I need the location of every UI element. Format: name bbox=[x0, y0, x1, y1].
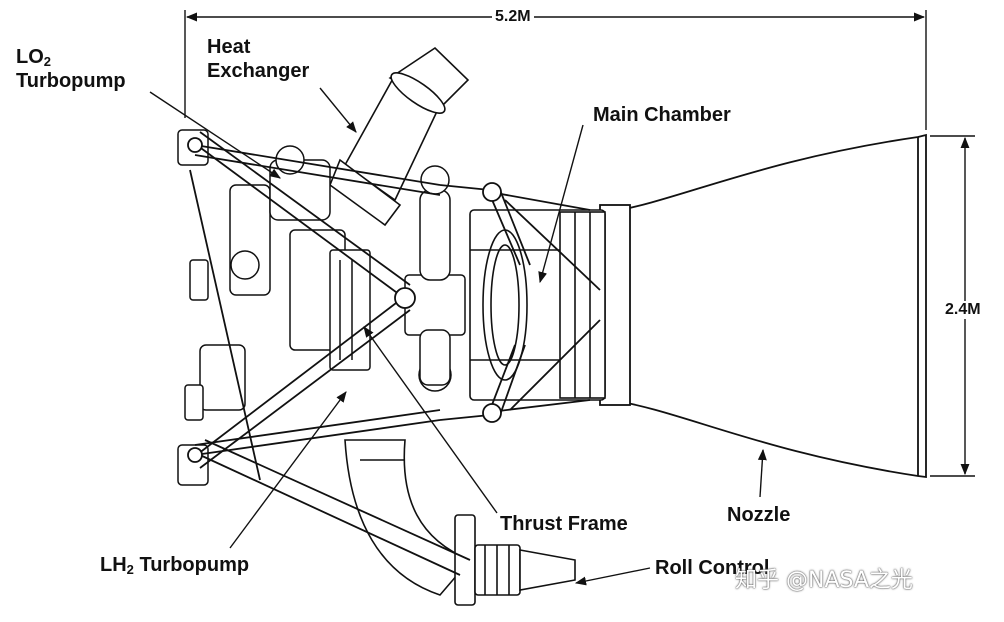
lo2-prefix: LO bbox=[16, 46, 44, 68]
leader-lines bbox=[149, 87, 767, 586]
heat-exchanger-label: Heat Exchanger bbox=[207, 35, 309, 83]
roll-control-label: Roll Control bbox=[655, 557, 770, 579]
lh2-subscript: 2 bbox=[126, 562, 134, 577]
heat-exchanger-line2: Exchanger bbox=[207, 60, 310, 82]
lh2-turbopump-label: LH2 Turbopump bbox=[100, 553, 249, 577]
lh2-duct-shape bbox=[344, 439, 472, 596]
watermark: 知乎 @NASA之光 bbox=[735, 568, 913, 593]
roll-control-shape bbox=[454, 514, 576, 606]
lh2-suffix: Turbopump bbox=[133, 554, 250, 576]
main-chamber-label: Main Chamber bbox=[593, 104, 731, 126]
length-dimension bbox=[184, 10, 927, 130]
thrust-frame-label: Thrust Frame bbox=[500, 513, 628, 535]
nozzle-shape bbox=[599, 133, 927, 479]
heat-exchanger-shape bbox=[329, 46, 470, 227]
lo2-turbopump-label: LO2 Turbopump bbox=[16, 45, 126, 93]
lh2-prefix: LH bbox=[100, 554, 127, 576]
main-chamber-shape bbox=[469, 209, 606, 401]
length-label: 5.2M bbox=[492, 8, 534, 26]
heat-exchanger-line1: Heat bbox=[207, 36, 251, 58]
diameter-label: 2.4M bbox=[942, 301, 984, 319]
lo2-suffix: Turbopump bbox=[16, 70, 126, 92]
lo2-subscript: 2 bbox=[43, 54, 52, 69]
nozzle-label: Nozzle bbox=[727, 504, 791, 526]
thrust-frame-shape bbox=[187, 131, 601, 576]
